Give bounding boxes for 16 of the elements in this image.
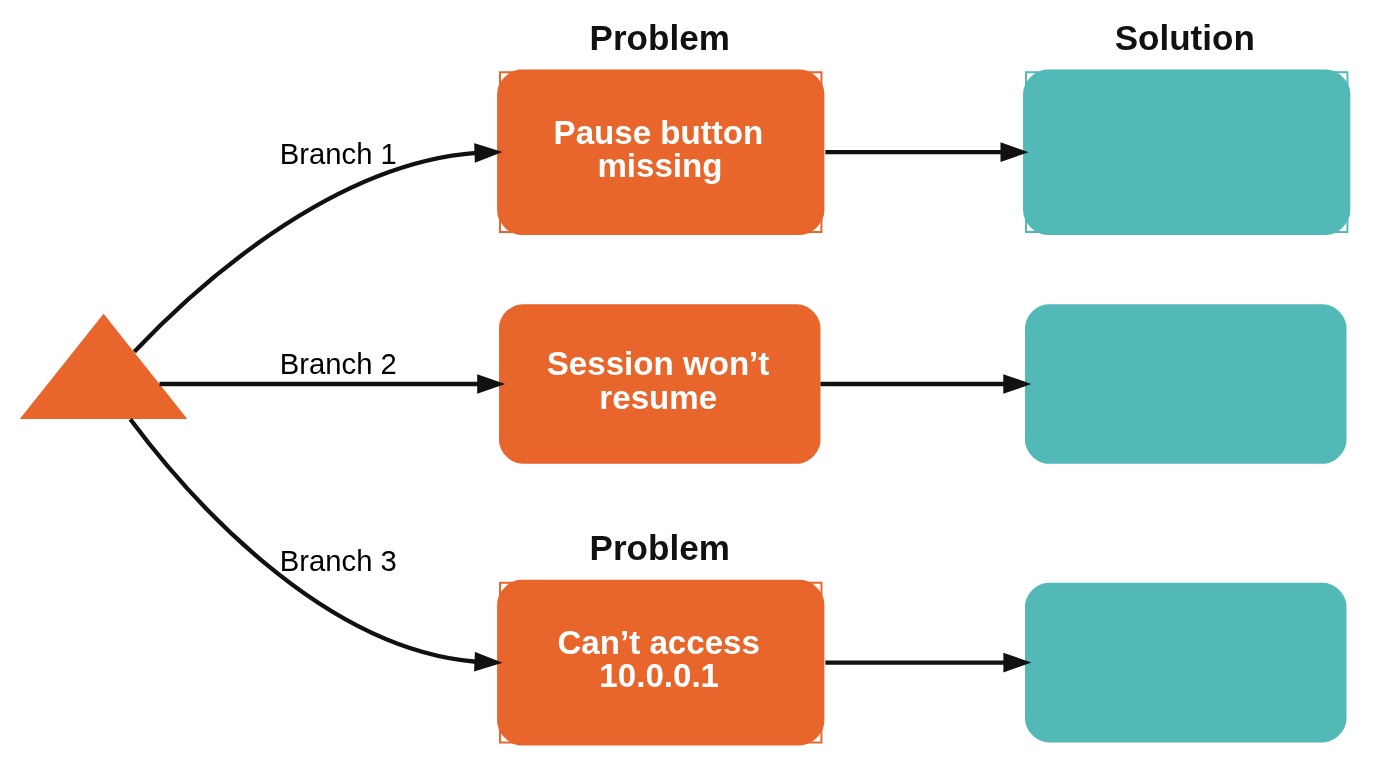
node-triangle [19, 313, 188, 420]
arrow [820, 374, 1032, 394]
edge-label: Branch 1 [279, 137, 397, 170]
node-box: Session won’t resume [499, 304, 821, 464]
node-box [1025, 304, 1347, 464]
arrow [132, 143, 503, 354]
edge-label: Branch 3 [279, 545, 397, 578]
node-label: Problem [589, 528, 730, 568]
node-box [1025, 582, 1347, 743]
arrow [128, 417, 503, 672]
node-label: Solution [1114, 17, 1255, 57]
arrow [825, 142, 1029, 162]
arrow [159, 374, 506, 394]
node-label: Problem [589, 17, 730, 57]
edge-label: Branch 2 [279, 348, 397, 381]
arrow [825, 652, 1032, 673]
